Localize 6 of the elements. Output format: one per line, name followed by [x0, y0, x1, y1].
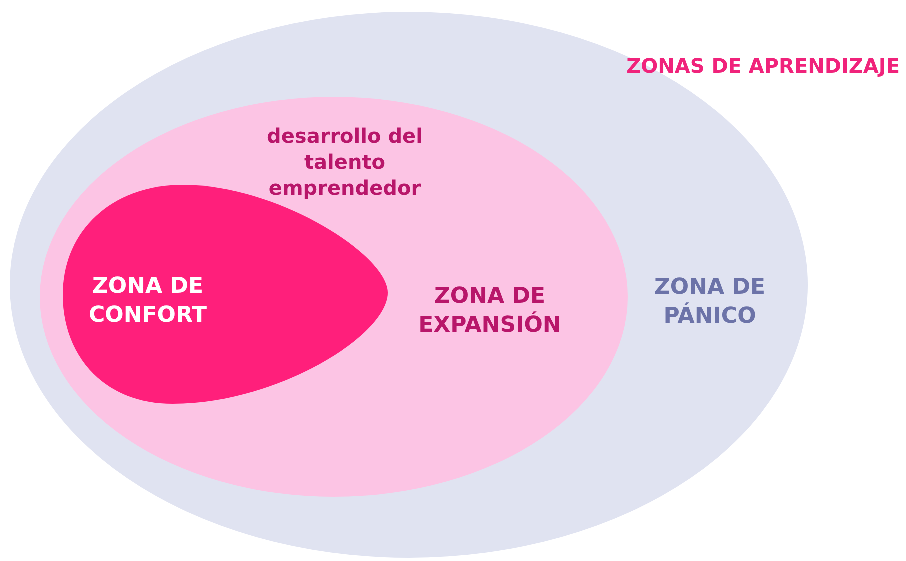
zone-label: desarrollo del talento emprendedor [266, 123, 424, 201]
middle-ellipse [40, 97, 628, 497]
zone-label: ZONA DE EXPANSIÓN [418, 283, 562, 340]
diagram-title: ZONAS DE APRENDIZAJE [626, 54, 900, 78]
zone-label: ZONA DE CONFORT [88, 273, 208, 330]
zone-label: ZONA DE PÁNICO [653, 274, 767, 331]
